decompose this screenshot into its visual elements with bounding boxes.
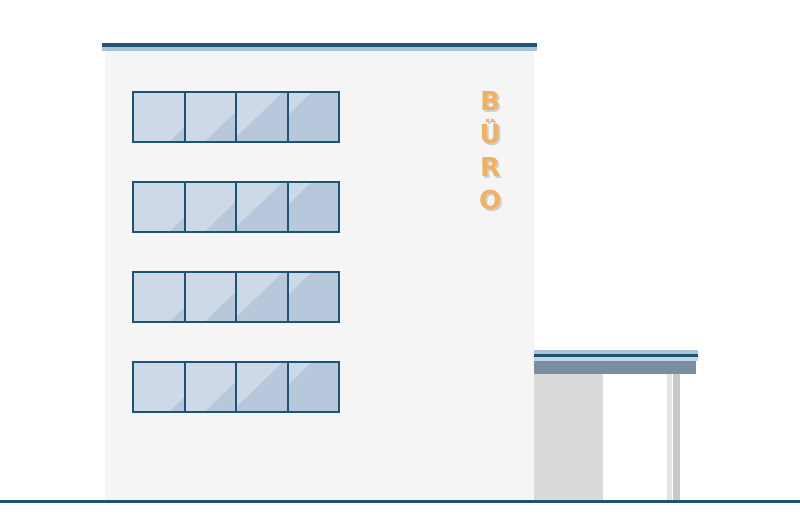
window-pane bbox=[237, 363, 289, 411]
window-row-3 bbox=[132, 271, 340, 323]
window-pane bbox=[134, 93, 186, 141]
sign-letter: R bbox=[479, 153, 501, 183]
main-roof-trim bbox=[102, 47, 537, 51]
window-pane bbox=[288, 363, 339, 411]
window-pane bbox=[134, 363, 186, 411]
window-row-1 bbox=[132, 91, 340, 143]
window-pane bbox=[185, 363, 237, 411]
window-pane bbox=[237, 183, 289, 231]
window-pane bbox=[288, 183, 339, 231]
ground-line bbox=[0, 500, 800, 503]
sign-letter: O bbox=[478, 186, 502, 216]
canopy-post-highlight bbox=[667, 374, 672, 501]
window-pane bbox=[185, 273, 237, 321]
window-pane bbox=[288, 93, 339, 141]
window-pane bbox=[237, 93, 289, 141]
annex-roof-cap bbox=[534, 354, 698, 357]
window-pane bbox=[134, 273, 186, 321]
annex-roof-gap bbox=[534, 357, 698, 361]
window-row-2 bbox=[132, 181, 340, 233]
annex-roof-trim bbox=[534, 350, 698, 354]
main-roof-cap bbox=[102, 43, 537, 47]
annex-fascia bbox=[534, 361, 696, 374]
window-pane bbox=[134, 183, 186, 231]
window-pane bbox=[185, 183, 237, 231]
annex-wall bbox=[534, 374, 603, 501]
window-pane bbox=[185, 93, 237, 141]
buero-sign: B Ü R O bbox=[472, 86, 508, 218]
canopy-post bbox=[673, 374, 680, 501]
window-row-4 bbox=[132, 361, 340, 413]
window-pane bbox=[237, 273, 289, 321]
sign-letter: Ü bbox=[479, 120, 501, 150]
sign-letter: B bbox=[480, 87, 500, 117]
window-pane bbox=[288, 273, 339, 321]
